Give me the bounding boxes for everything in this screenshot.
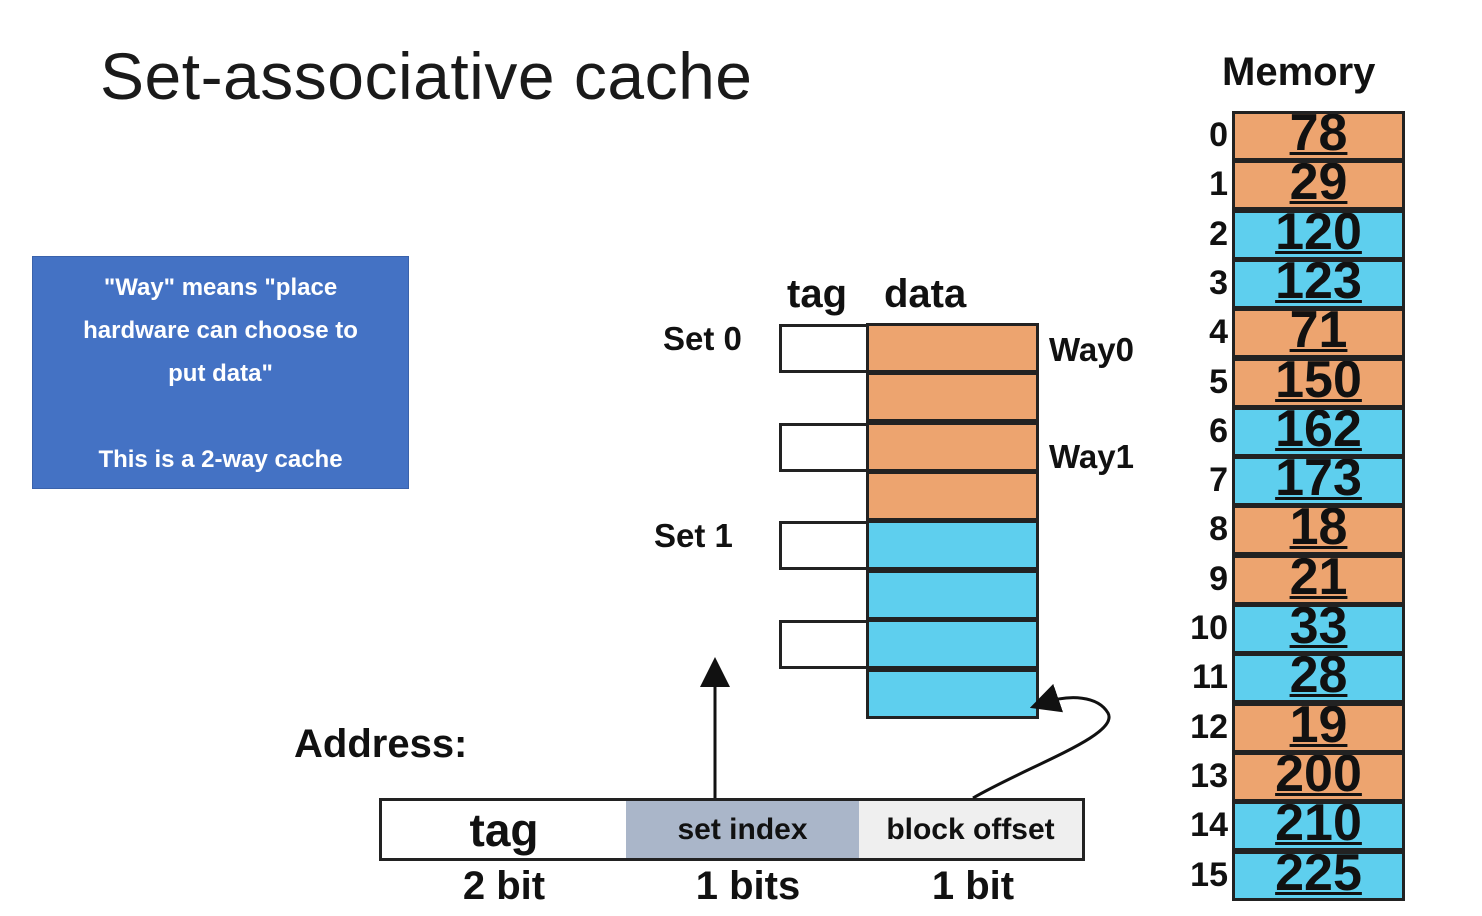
note-line: "Way" means "place (103, 274, 338, 301)
note-line: put data" (168, 360, 273, 387)
memory-value: 19 (1289, 702, 1348, 753)
cache-tag-cell (779, 324, 867, 373)
address-set-index-bits: 1 bits (695, 864, 801, 908)
memory-cell-14: 210 (1232, 801, 1405, 852)
memory-value: 28 (1289, 653, 1348, 704)
memory-address-8: 8 (1209, 510, 1228, 549)
memory-value: 29 (1289, 160, 1348, 211)
memory-cell-12: 19 (1232, 702, 1405, 753)
address-tag-bits: 2 bit (462, 864, 546, 908)
memory-address-7: 7 (1209, 461, 1228, 500)
memory-value: 21 (1289, 554, 1348, 605)
memory-cell-2: 120 (1232, 209, 1405, 260)
memory-value: 225 (1275, 850, 1362, 901)
memory-address-4: 4 (1209, 313, 1228, 352)
memory-cell-4: 71 (1232, 308, 1405, 359)
way-definition-note: "Way" means "place hardware can choose t… (32, 256, 409, 489)
memory-address-6: 6 (1209, 411, 1228, 450)
slide-title: Set-associative cache (100, 39, 753, 113)
memory-value: 162 (1275, 406, 1362, 457)
note-footer: This is a 2-way cache (98, 446, 343, 473)
cache-tag-cell (779, 521, 867, 570)
cache-data-cell (866, 372, 1039, 422)
address-set-index-field: set index (626, 798, 862, 861)
memory-cell-13: 200 (1232, 751, 1405, 802)
way-1-label: Way1 (1049, 438, 1134, 475)
memory-cell-9: 21 (1232, 554, 1405, 605)
memory-cell-1: 29 (1232, 160, 1405, 211)
cache-data-cell (866, 323, 1039, 373)
memory-address-3: 3 (1209, 263, 1228, 302)
memory-cell-10: 33 (1232, 604, 1405, 654)
cache-data-cell (866, 619, 1039, 669)
memory-value: 123 (1275, 258, 1362, 309)
memory-cell-3: 123 (1232, 258, 1405, 309)
way-0-label: Way0 (1049, 331, 1134, 368)
memory-cell-0: 78 (1232, 111, 1405, 161)
memory-value: 200 (1275, 751, 1362, 802)
note-line: hardware can choose to (83, 317, 358, 344)
address-label: Address: (294, 722, 468, 766)
memory-value: 150 (1275, 357, 1362, 408)
memory-address-10: 10 (1190, 609, 1228, 647)
memory-address-0: 0 (1209, 116, 1228, 154)
memory-cell-8: 18 (1232, 505, 1405, 556)
memory-cell-7: 173 (1232, 456, 1405, 507)
memory-value: 210 (1275, 801, 1362, 852)
cache-data-cell (866, 471, 1039, 521)
address-block-offset-bits: 1 bit (931, 864, 1015, 908)
set-1-label: Set 1 (654, 517, 733, 554)
cache-tag-cell (779, 423, 867, 472)
cache-data-cell (866, 520, 1039, 570)
address-tag-field: tag (379, 798, 629, 861)
cache-data-cell (866, 422, 1039, 472)
memory-value: 71 (1289, 308, 1348, 359)
memory-address-14: 14 (1190, 806, 1228, 845)
memory-cell-5: 150 (1232, 357, 1405, 408)
memory-address-2: 2 (1209, 214, 1228, 253)
memory-address-9: 9 (1209, 559, 1228, 598)
cache-data-cell (866, 669, 1039, 719)
memory-value: 120 (1275, 209, 1362, 260)
cache-tag-cell (779, 620, 867, 669)
memory-address-11: 11 (1192, 658, 1228, 697)
memory-value: 173 (1275, 456, 1362, 507)
memory-address-12: 12 (1190, 707, 1228, 746)
cache-data-cell (866, 570, 1039, 620)
memory-cell-15: 225 (1232, 850, 1405, 901)
memory-address-5: 5 (1209, 362, 1228, 401)
memory-address-13: 13 (1190, 756, 1228, 795)
block-offset-arrow (972, 683, 1111, 800)
cache-data-header: data (884, 272, 967, 316)
memory-label: Memory (1222, 50, 1376, 94)
set-0-label: Set 0 (663, 320, 742, 357)
memory-cell-6: 162 (1232, 406, 1405, 457)
cache-tag-header: tag (787, 272, 847, 316)
memory-value: 33 (1289, 604, 1348, 654)
memory-address-1: 1 (1209, 165, 1228, 204)
memory-value: 78 (1289, 111, 1348, 161)
address-block-offset-field: block offset (859, 798, 1085, 861)
memory-value: 18 (1289, 505, 1348, 556)
memory-cell-11: 28 (1232, 653, 1405, 704)
memory-address-15: 15 (1190, 855, 1228, 894)
